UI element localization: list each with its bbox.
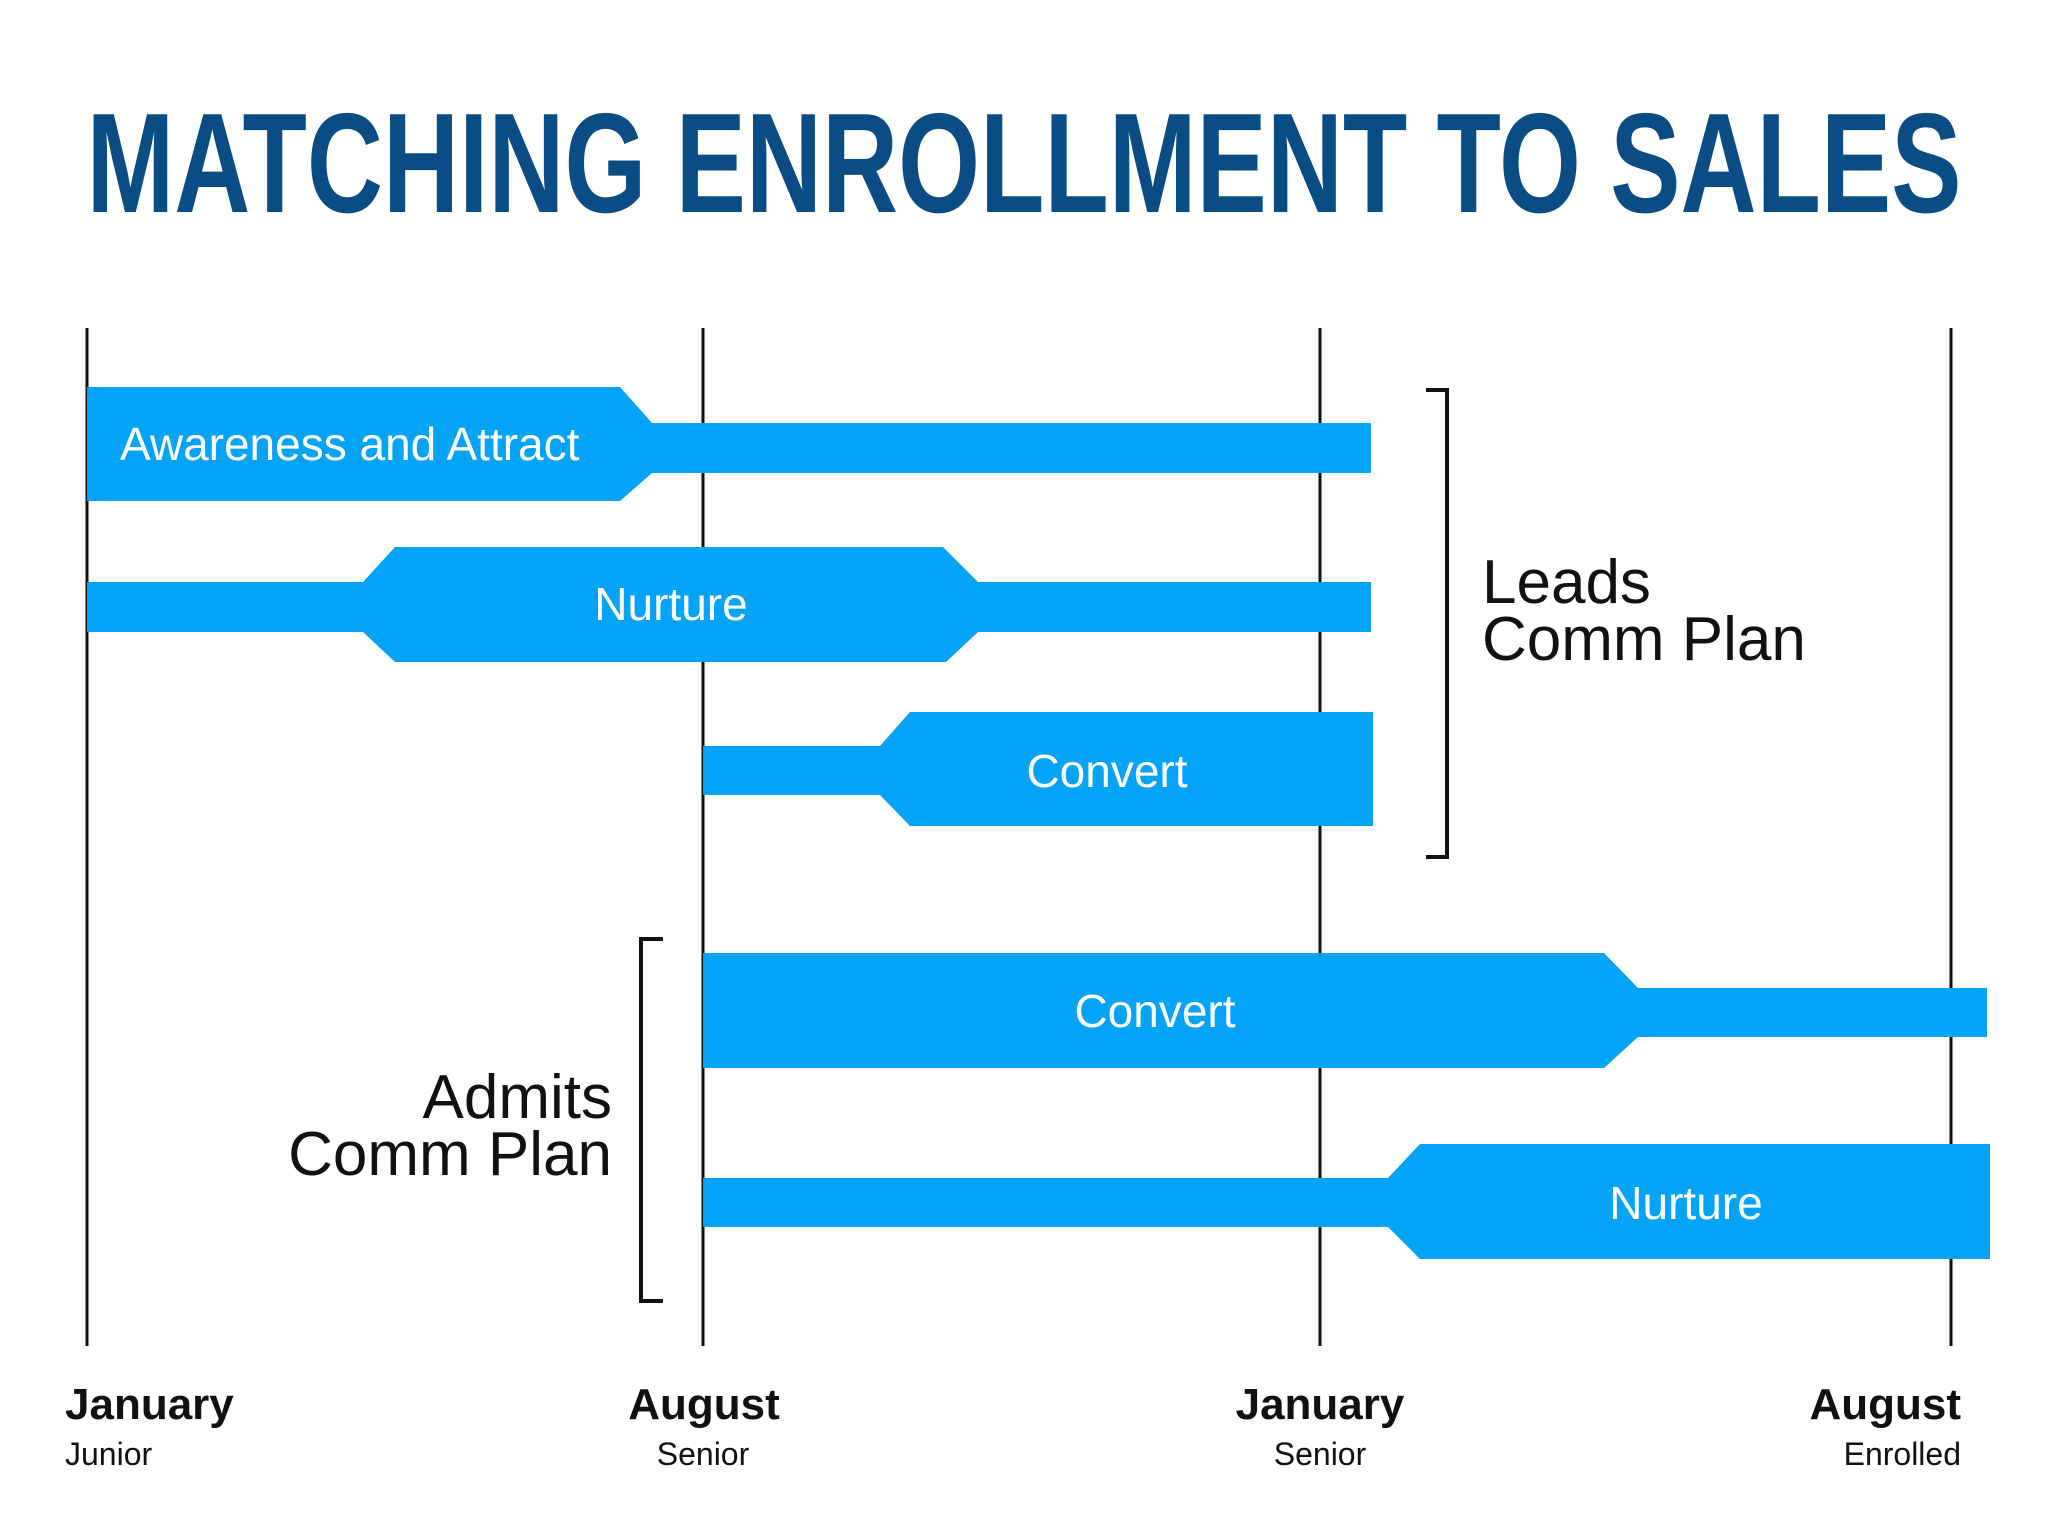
bar-nurture-admits <box>703 1144 1990 1259</box>
timeline-stage-3: Senior <box>1274 1436 1367 1472</box>
timeline-stage-2: Senior <box>657 1436 750 1472</box>
leads-bracket <box>1426 388 1449 859</box>
timeline-month-4: August <box>1809 1380 1961 1429</box>
bar-label-nurture-admits: Nurture <box>1609 1177 1762 1229</box>
timeline-stage-4: Enrolled <box>1844 1436 1961 1472</box>
timeline-stage-1: Junior <box>65 1436 153 1472</box>
timeline-month-3: January <box>1236 1380 1405 1429</box>
admits-bracket <box>639 937 663 1303</box>
leads-label-line1: Leads <box>1482 548 1651 617</box>
admits-label-line2: Comm Plan <box>288 1120 612 1189</box>
timeline-labels: January Junior August Senior January Sen… <box>65 1380 1961 1472</box>
page-title: MATCHING ENROLLMENT TO SALES <box>87 84 1962 243</box>
phase-bars: Awareness and Attract Nurture Convert Co… <box>87 387 1990 1259</box>
leads-label-line2: Comm Plan <box>1482 605 1806 674</box>
bar-label-nurture-leads: Nurture <box>594 578 747 630</box>
bar-nurture-leads <box>87 547 1371 662</box>
bar-awareness-attract <box>87 387 1371 501</box>
admits-label-line1: Admits <box>423 1063 612 1132</box>
bar-label-convert-leads: Convert <box>1026 745 1187 797</box>
bar-convert-leads <box>703 712 1373 826</box>
timeline-month-2: August <box>628 1380 780 1429</box>
bar-label-awareness-attract: Awareness and Attract <box>120 418 580 470</box>
timeline-month-1: January <box>65 1380 234 1429</box>
bar-label-convert-admits: Convert <box>1074 985 1235 1037</box>
bar-convert-admits <box>703 953 1987 1068</box>
